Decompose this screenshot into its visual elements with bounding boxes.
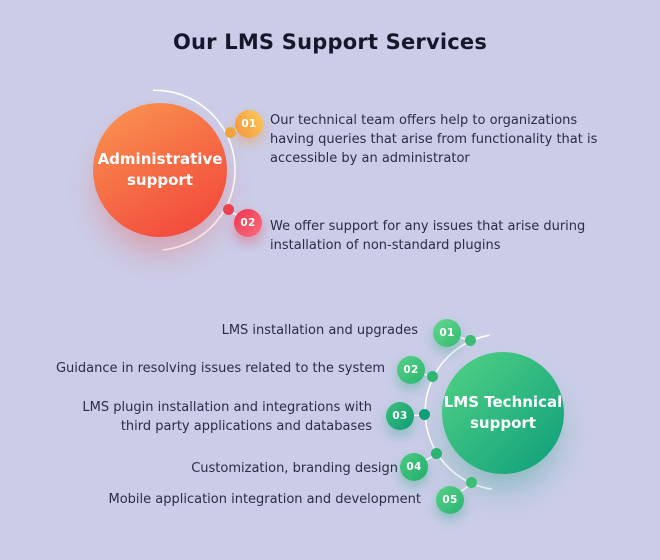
page-title: Our LMS Support Services (172, 30, 488, 54)
admin-step-badge-01: 01 (235, 110, 263, 138)
tech-item-text-02: Guidance in resolving issues related to … (55, 361, 385, 376)
tech-arc-dot-03 (419, 409, 430, 420)
admin-arc (152, 89, 236, 251)
admin-step-badge-02: 02 (234, 209, 262, 237)
admin-arc-dot-01 (225, 127, 236, 138)
tech-step-badge-02: 02 (397, 356, 425, 384)
tech-support-circle-label: LMS Technical support (443, 393, 563, 432)
tech-step-badge-03: 03 (386, 402, 414, 430)
tech-arc-dot-01 (465, 335, 476, 346)
tech-arc-dot-04 (431, 448, 442, 459)
admin-item-text-01: Our technical team offers help to organi… (270, 113, 598, 166)
admin-support-circle-label: Administrative support (97, 150, 223, 189)
tech-item-text-01: LMS installation and upgrades (221, 323, 418, 338)
tech-item-text-03: LMS plugin installation and integrations… (82, 400, 372, 434)
tech-step-badge-05: 05 (436, 486, 464, 514)
tech-item-text-04: Customization, branding design (191, 461, 398, 476)
tech-step-badge-01: 01 (433, 319, 461, 347)
tech-step-badge-04: 04 (400, 453, 428, 481)
tech-arc-dot-02 (427, 371, 438, 382)
admin-support-circle: Administrative support (93, 103, 227, 237)
tech-arc-dot-05 (466, 477, 477, 488)
admin-arc-dot-02 (223, 204, 234, 215)
admin-item-text-02: We offer support for any issues that ari… (270, 219, 586, 253)
tech-item-text-05: Mobile application integration and devel… (108, 492, 421, 507)
tech-support-circle: LMS Technical support (442, 352, 564, 474)
